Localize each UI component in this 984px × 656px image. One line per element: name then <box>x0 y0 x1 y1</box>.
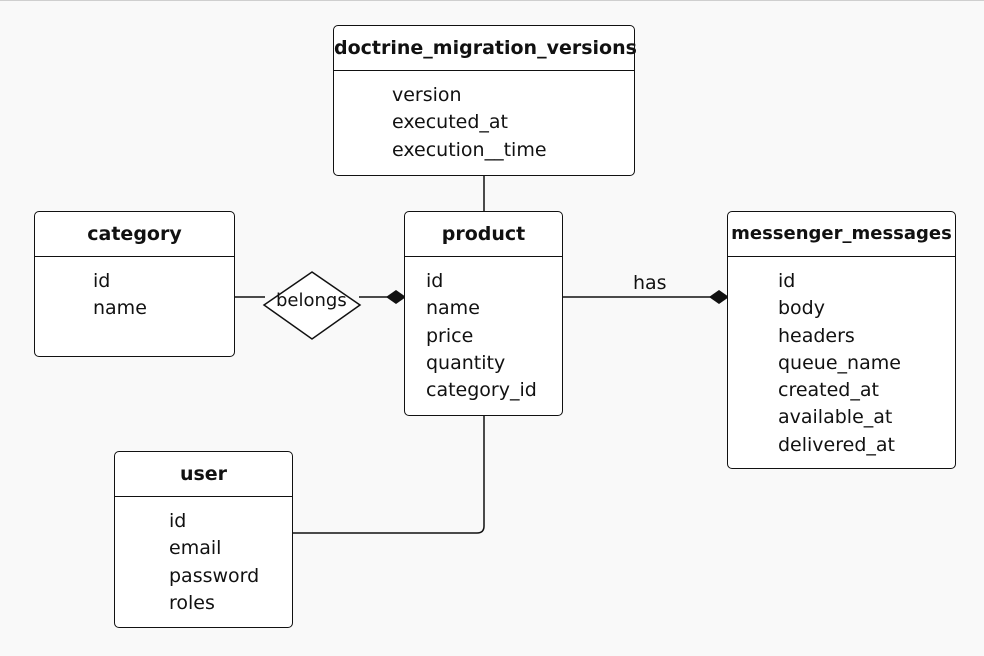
field-price: price <box>426 324 474 347</box>
field-headers: headers <box>778 324 855 347</box>
entity-doctrine-migration-versions[interactable]: doctrine_migration_versions version exec… <box>333 25 637 176</box>
field-category-id: category_id <box>426 379 537 402</box>
field-execution-time: execution__time <box>392 138 547 161</box>
field-quantity: quantity <box>426 351 506 374</box>
entity-field-list: id body headers queue_name created_at av… <box>728 257 955 459</box>
window-top-border <box>0 0 984 1</box>
field-body: body <box>778 297 825 320</box>
field-id: id <box>778 270 796 292</box>
field-name: name <box>426 297 480 320</box>
field-delivered-at: delivered_at <box>778 433 895 456</box>
field-email: email <box>169 537 222 560</box>
relationship-label-has: has <box>633 272 667 294</box>
field-executed-at: executed_at <box>392 111 508 134</box>
entity-title: doctrine_migration_versions <box>334 26 637 71</box>
field-version: version <box>392 84 462 106</box>
field-queue-name: queue_name <box>778 351 901 374</box>
has-cardinality-diamond <box>709 290 729 304</box>
belongs-relationship-diamond <box>262 271 362 340</box>
entity-title: category <box>35 212 234 257</box>
entity-title: user <box>115 452 292 497</box>
entity-user[interactable]: user id email password roles <box>114 451 293 628</box>
entity-title: messenger_messages <box>728 212 955 257</box>
field-password: password <box>169 564 260 587</box>
entity-product[interactable]: product id name price quantity category_… <box>404 211 563 416</box>
field-roles: roles <box>169 591 215 614</box>
field-created-at: created_at <box>778 379 879 402</box>
relationship-label-belongs: belongs <box>276 290 347 311</box>
entity-field-list: id name <box>35 257 234 323</box>
entity-messenger-messages[interactable]: messenger_messages id body headers queue… <box>727 211 956 469</box>
connector-product-user <box>292 415 485 534</box>
field-id: id <box>93 270 111 292</box>
entity-title: product <box>405 212 562 257</box>
field-id: id <box>426 270 444 292</box>
belongs-cardinality-diamond <box>386 290 406 304</box>
field-id: id <box>169 510 187 532</box>
entity-field-list: version executed_at execution__time <box>334 71 634 164</box>
entity-field-list: id name price quantity category_id <box>405 257 562 404</box>
field-available-at: available_at <box>778 406 893 429</box>
field-name: name <box>93 297 147 320</box>
entity-category[interactable]: category id name <box>34 211 235 357</box>
entity-field-list: id email password roles <box>115 497 292 617</box>
